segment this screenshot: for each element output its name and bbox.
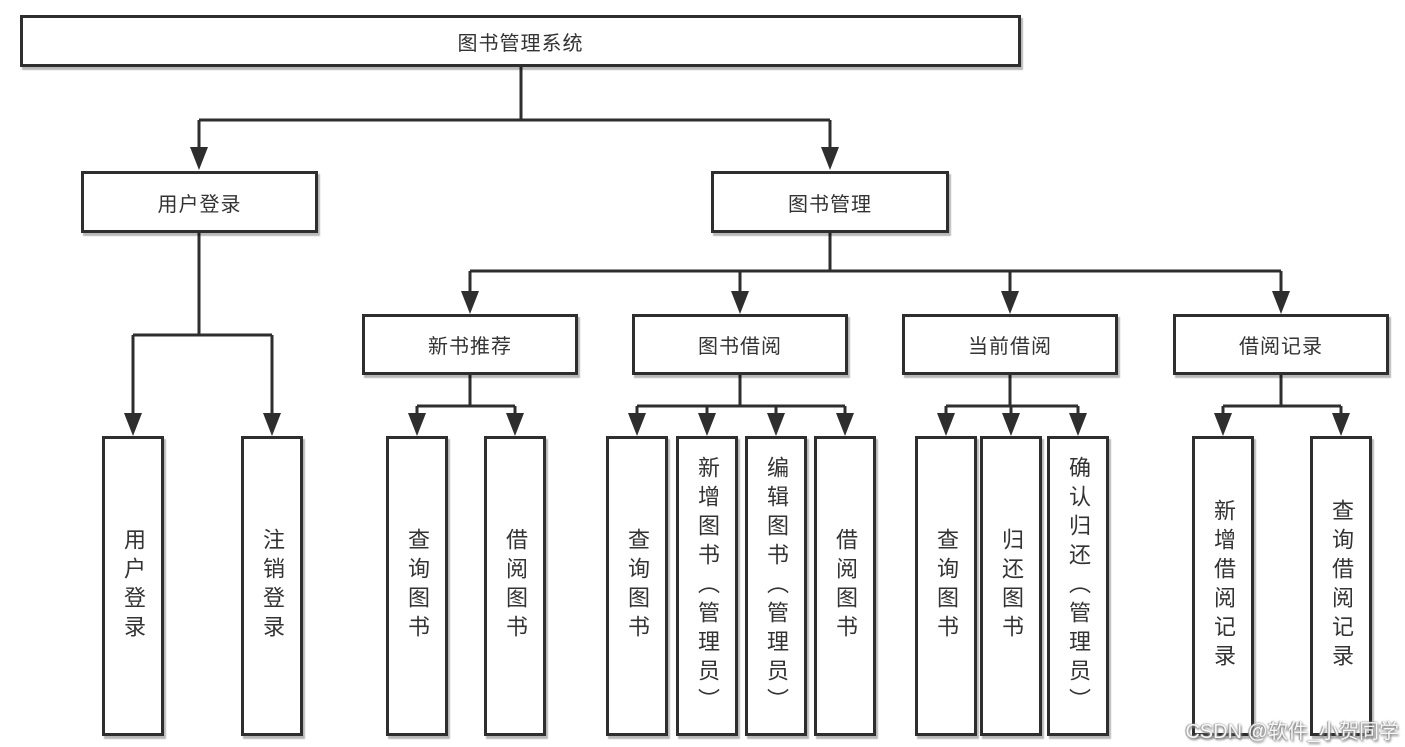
leaf-logout: 注销登录 bbox=[241, 436, 303, 736]
arrow-down-icon bbox=[124, 413, 142, 436]
arrow-down-icon bbox=[1332, 413, 1350, 436]
arrow-down-icon bbox=[1069, 413, 1087, 436]
connector-lines bbox=[131, 67, 1343, 416]
leaf-return-books: 归还图书 bbox=[980, 436, 1042, 736]
node-book-management: 图书管理 bbox=[711, 171, 949, 233]
arrow-down-icon bbox=[836, 413, 854, 436]
leaf-edit-books-admin: 编辑图书（管理员） bbox=[745, 436, 807, 736]
leaf-query-books: 查询图书 bbox=[386, 436, 448, 736]
arrow-down-icon bbox=[1272, 291, 1290, 314]
arrow-down-icon bbox=[821, 147, 839, 170]
arrow-down-icon bbox=[1001, 291, 1019, 314]
arrow-down-icon bbox=[731, 291, 749, 314]
arrow-down-icon bbox=[767, 413, 785, 436]
leaf-confirm-return-admin: 确认归还（管理员） bbox=[1047, 436, 1109, 736]
arrow-down-icon bbox=[628, 413, 646, 436]
arrow-down-icon bbox=[1214, 413, 1232, 436]
leaf-query-books: 查询图书 bbox=[915, 436, 977, 736]
arrow-down-icon bbox=[506, 413, 524, 436]
arrowhead-icons bbox=[124, 147, 1350, 436]
node-user-login: 用户登录 bbox=[81, 171, 318, 233]
leaf-add-books-admin: 新增图书（管理员） bbox=[676, 436, 738, 736]
csdn-watermark: CSDN @软件_小贺同学 bbox=[1185, 721, 1399, 743]
arrow-down-icon bbox=[408, 413, 426, 436]
arrow-down-icon bbox=[1002, 413, 1020, 436]
leaf-borrow-books: 借阅图书 bbox=[484, 436, 546, 736]
node-borrowing-records: 借阅记录 bbox=[1173, 314, 1389, 375]
arrow-down-icon bbox=[937, 413, 955, 436]
leaf-add-borrow-record: 新增借阅记录 bbox=[1192, 436, 1254, 736]
node-new-book-recommendation: 新书推荐 bbox=[362, 314, 578, 375]
arrow-down-icon bbox=[263, 413, 281, 436]
leaf-query-borrow-record: 查询借阅记录 bbox=[1310, 436, 1372, 736]
leaf-query-books: 查询图书 bbox=[606, 436, 668, 736]
node-library-management-system: 图书管理系统 bbox=[20, 15, 1021, 67]
node-current-borrowing: 当前借阅 bbox=[902, 314, 1118, 375]
leaf-borrow-books: 借阅图书 bbox=[814, 436, 876, 736]
arrow-down-icon bbox=[190, 147, 208, 170]
arrow-down-icon bbox=[461, 291, 479, 314]
arrow-down-icon bbox=[698, 413, 716, 436]
leaf-user-login: 用户登录 bbox=[102, 436, 164, 736]
node-book-borrowing: 图书借阅 bbox=[632, 314, 848, 375]
